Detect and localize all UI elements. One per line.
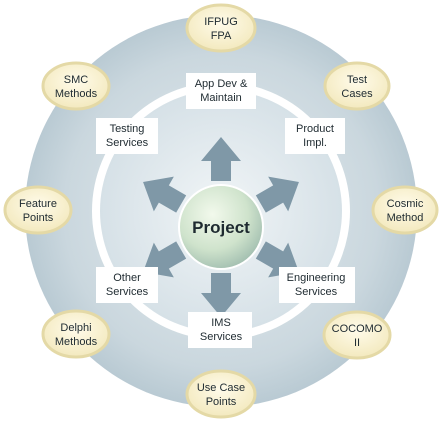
method-line-2: Cases	[341, 88, 373, 100]
method-smc-methods: SMC Methods	[41, 61, 111, 111]
inner-item-line-2: Services	[295, 286, 338, 298]
method-use-case-points: Use Case Points	[185, 369, 257, 419]
center-circle	[178, 184, 264, 270]
inner-item-ims-services: IMS Services	[188, 312, 252, 348]
label-box	[186, 73, 256, 109]
arrow-upper-left	[143, 176, 187, 213]
method-line-2: II	[354, 337, 360, 349]
method-line-1: Delphi	[60, 322, 91, 334]
inner-item-line-1: Other	[113, 272, 141, 284]
method-oval	[322, 310, 392, 360]
inner-item-line-2: Services	[106, 137, 149, 149]
method-line-1: IFPUG	[204, 16, 238, 28]
method-line-1: COCOMO	[332, 323, 383, 335]
label-box	[96, 267, 158, 303]
method-oval	[41, 309, 111, 359]
method-line-1: SMC	[64, 74, 89, 86]
inner-item-line-2: Impl.	[303, 137, 327, 149]
inner-item-line-1: App Dev &	[195, 78, 248, 90]
method-line-2: Points	[206, 396, 237, 408]
method-oval	[185, 369, 257, 419]
method-line-1: Use Case	[197, 382, 245, 394]
method-line-2: Points	[23, 212, 54, 224]
inner-item-line-1: Product	[296, 123, 334, 135]
inner-item-product-impl: Product Impl.	[285, 118, 345, 154]
label-box	[96, 118, 158, 154]
method-line-1: Cosmic	[387, 198, 424, 210]
method-ifpug-fpa: IFPUG FPA	[185, 3, 257, 53]
inner-item-line-2: Services	[200, 331, 243, 343]
method-line-2: Method	[387, 212, 424, 224]
method-feature-points: Feature Points	[3, 185, 73, 235]
method-cocomo-ii: COCOMO II	[322, 310, 392, 360]
method-oval	[185, 3, 257, 53]
method-cosmic-method: Cosmic Method	[371, 185, 439, 235]
inner-item-line-1: IMS	[211, 317, 231, 329]
method-line-1: Test	[347, 74, 367, 86]
method-oval	[41, 61, 111, 111]
method-line-2: FPA	[211, 30, 232, 42]
inner-item-app-dev: App Dev & Maintain	[186, 73, 256, 109]
label-box	[285, 118, 345, 154]
method-test-cases: Test Cases	[323, 61, 391, 111]
inner-item-line-2: Services	[106, 286, 149, 298]
inner-item-line-1: Testing	[110, 123, 145, 135]
method-line-2: Methods	[55, 336, 98, 348]
inner-item-other-services: Other Services	[96, 267, 158, 303]
method-line-1: Feature	[19, 198, 57, 210]
inner-item-engineering-services: Engineering Services	[279, 267, 355, 303]
method-oval	[323, 61, 391, 111]
arrow-up	[201, 137, 241, 181]
label-box	[279, 267, 355, 303]
inner-item-testing-services: Testing Services	[96, 118, 158, 154]
method-line-2: Methods	[55, 88, 98, 100]
method-oval	[3, 185, 73, 235]
method-delphi-methods: Delphi Methods	[41, 309, 111, 359]
arrow-upper-right	[255, 176, 299, 213]
center-label: Project	[192, 218, 250, 237]
label-box	[188, 312, 252, 348]
inner-item-line-2: Maintain	[200, 92, 242, 104]
arrow-down	[201, 273, 241, 317]
method-oval	[371, 185, 439, 235]
inner-item-line-1: Engineering	[287, 272, 346, 284]
